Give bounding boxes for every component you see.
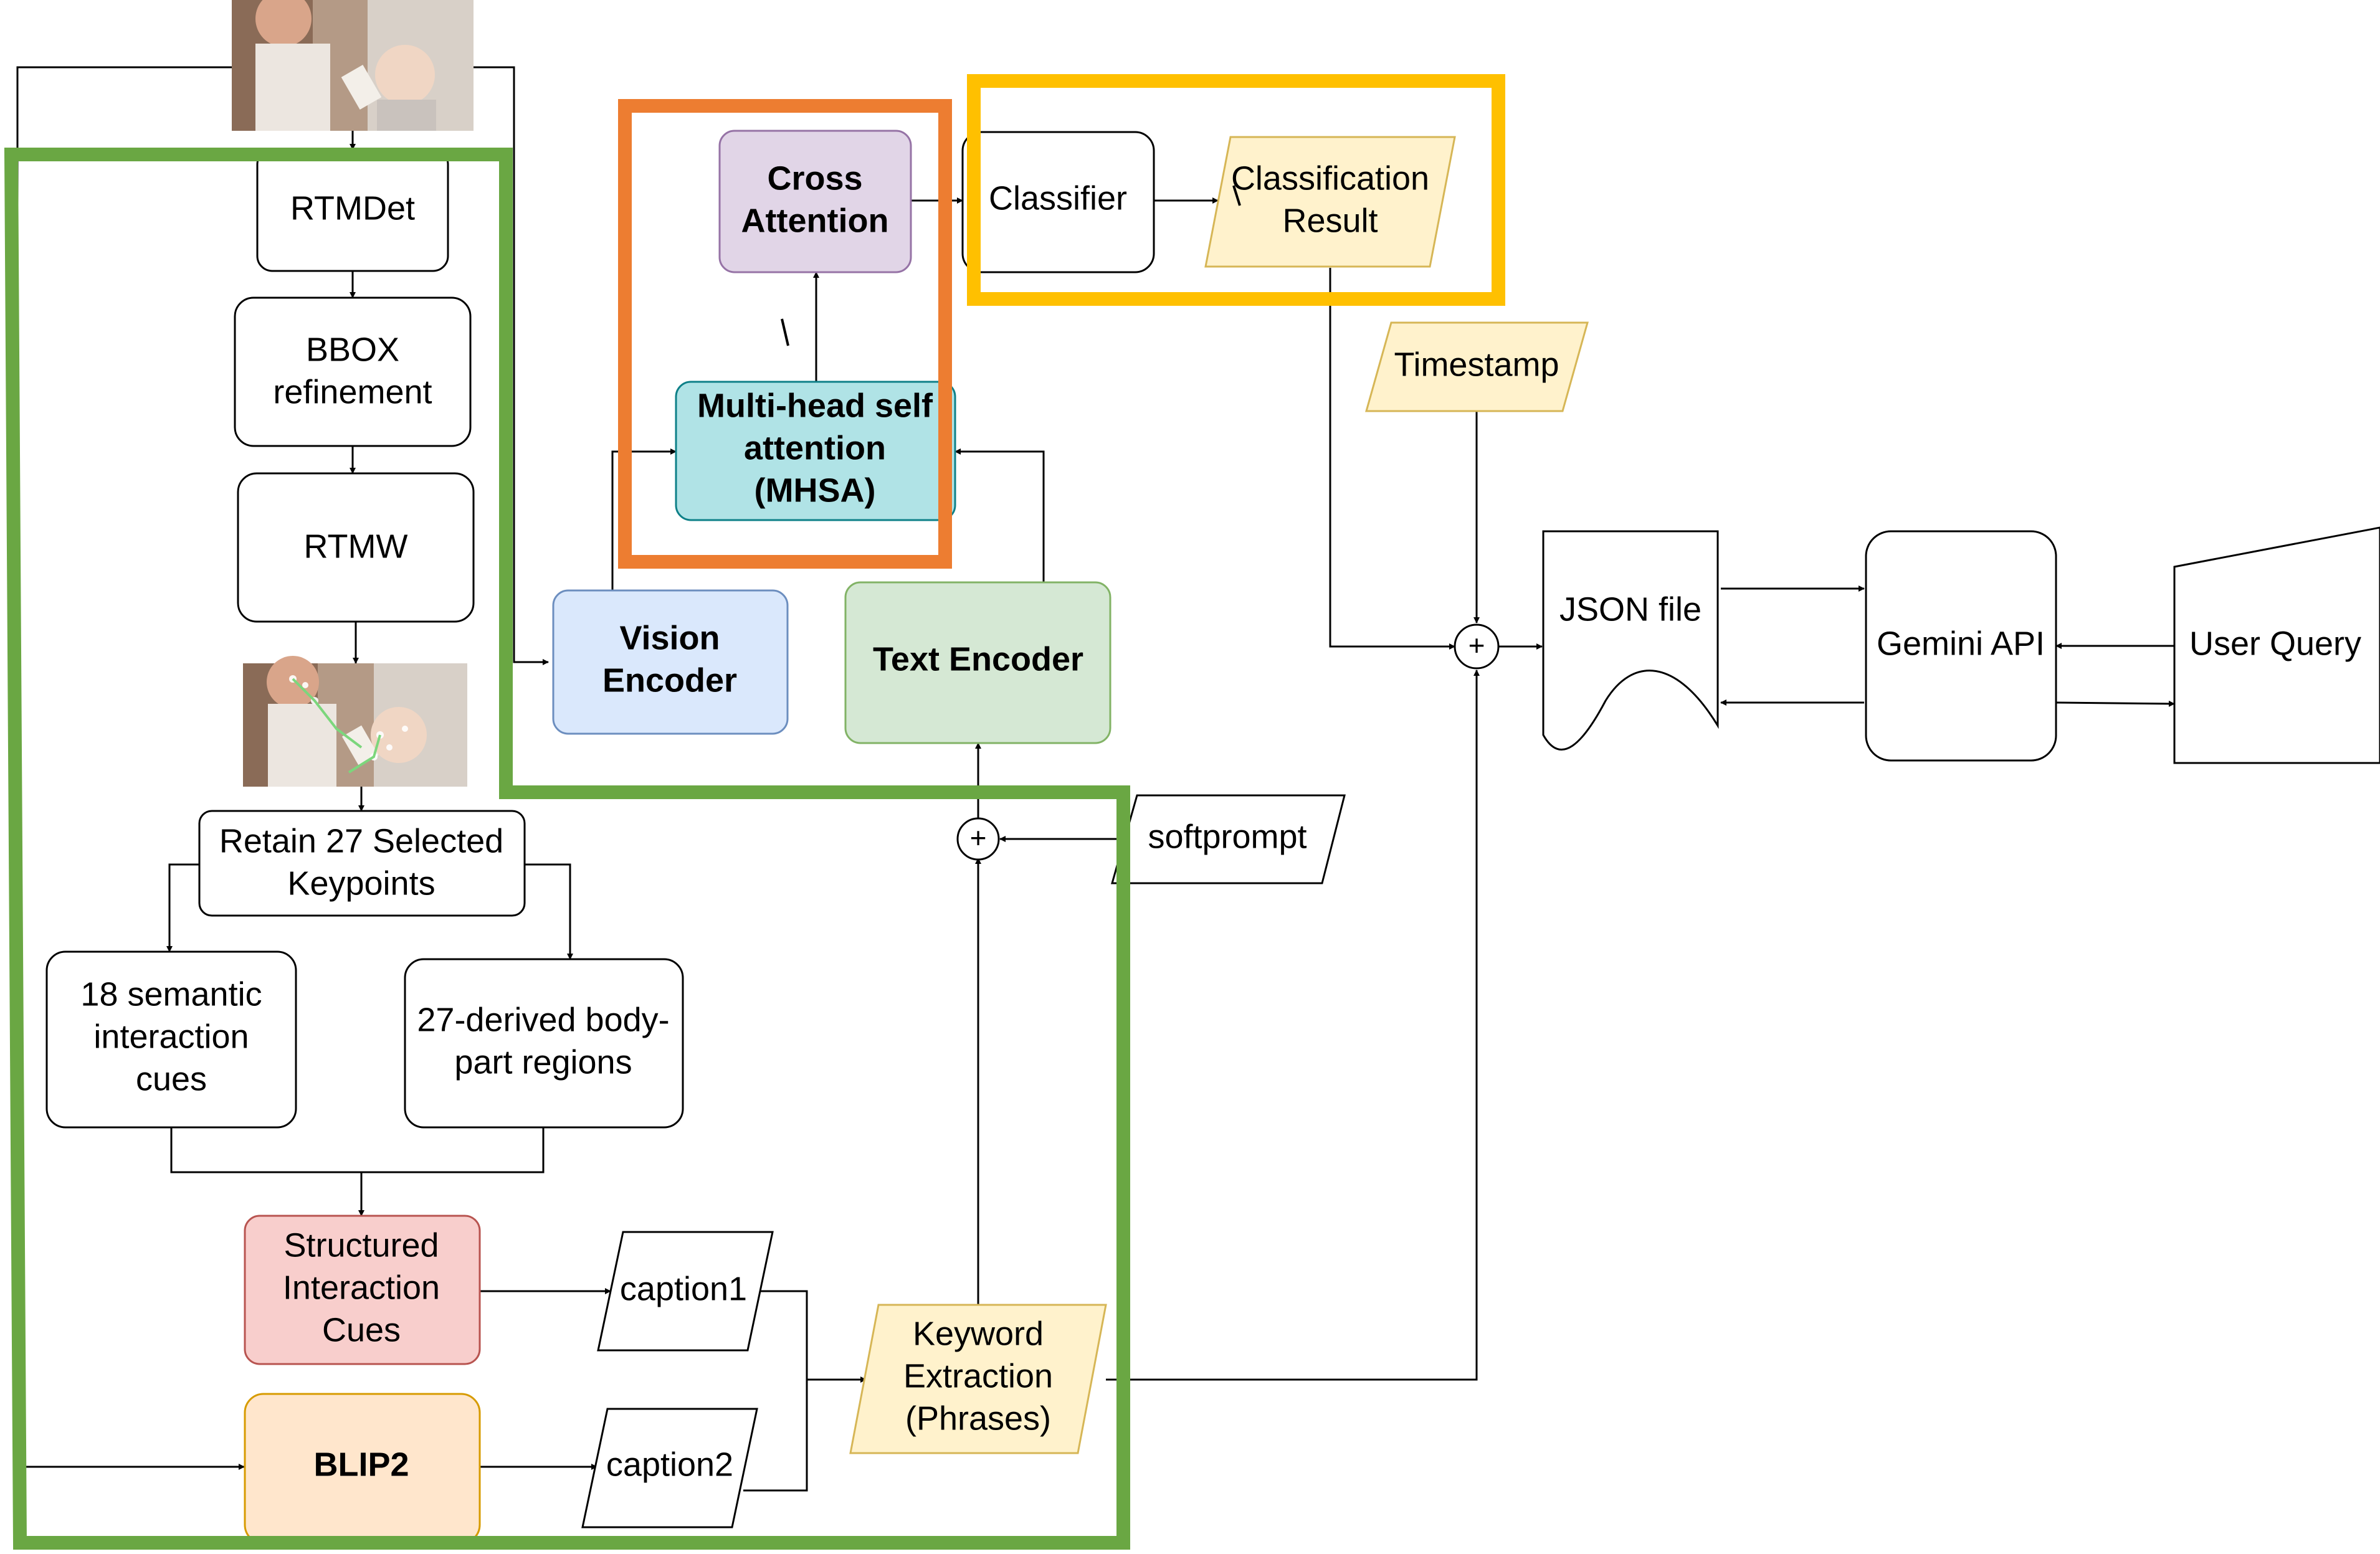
node-json-file: JSON file [1542,530,1719,751]
edge-photo-left-loop [16,66,232,1467]
node-timestamp: Timestamp [1365,321,1589,412]
edge-textencoder-mhsa [954,448,1045,582]
structured-cues-line2: Interaction [283,1269,440,1306]
node-vision-encoder: Vision Encoder [552,589,789,735]
node-blip2: BLIP2 [244,1393,481,1545]
green-frame [4,148,1130,1550]
yellow-frame [967,74,1505,306]
edge-retain-semantic [166,863,199,952]
semantic-cues-line3: cues [136,1060,207,1097]
orange-frame [618,99,952,569]
node-body-part-regions: 27-derived body- part regions [404,958,684,1129]
edge-gemini-userquery [2055,700,2175,707]
bbox-refinement-label-line2: refinement [273,373,432,410]
edge-caption1-keyword [757,1290,808,1380]
body-part-regions-line2: part regions [454,1043,632,1081]
edge-cues-merge [170,1127,545,1173]
blip2-label: BLIP2 [313,1446,409,1483]
node-semantic-cues: 18 semantic interaction cues [45,950,297,1129]
node-rtmw: RTMW [237,472,475,623]
classifier-label: Classifier [989,179,1127,217]
node-retain-keypoints: Retain 27 Selected Keypoints [198,810,526,917]
edge-caption2-keyword [743,1376,867,1492]
timestamp-label: Timestamp [1394,346,1559,383]
highlight-frames [4,74,1505,1550]
mhsa-line2: attention [744,429,886,467]
node-keyword-extraction: Keyword Extraction (Phrases) [849,1304,1107,1454]
node-structured-cues: Structured Interaction Cues [244,1215,481,1365]
semantic-cues-line1: 18 semantic [80,975,262,1013]
node-mhsa: Multi-head self attention (MHSA) [675,381,956,521]
caption2-label: caption2 [606,1446,733,1483]
node-bbox-refinement: BBOX refinement [234,296,472,447]
sum-node-final: + [1454,623,1500,670]
structured-cues-line3: Cues [322,1311,401,1348]
bbox-refinement-label-line1: BBOX [306,331,399,368]
semantic-cues-line2: interaction [93,1018,249,1055]
edges [16,66,2175,1492]
classification-result-line1: Classification [1231,159,1429,197]
keyword-extraction-line1: Keyword [913,1315,1044,1352]
retain-keypoints-line2: Keypoints [287,865,435,902]
sum-symbol-final: + [1468,629,1485,661]
json-file-label: JSON file [1559,590,1702,628]
node-classifier: Classifier [961,131,1155,273]
classification-result-line2: Result [1282,202,1378,239]
softprompt-label: softprompt [1148,818,1307,855]
node-cross-attention: Cross Attention [718,130,912,273]
sum-node-softprompt: + [956,817,1000,861]
vision-encoder-line2: Encoder [602,661,737,699]
edge-photo-right-loop [474,66,549,665]
node-classification-result: Classification Result [1204,136,1456,268]
node-softprompt: softprompt [1111,794,1346,884]
edge-vision-mhsa [611,448,677,590]
edge-retain-bodypart [525,863,573,960]
node-text-encoder: Text Encoder [844,581,1111,744]
user-query-label: User Query [2189,625,2361,662]
rtmw-label: RTMW [304,528,408,565]
vision-encoder-line1: Vision [619,619,720,656]
rtmdet-label: RTMDet [290,189,415,227]
cross-attention-line1: Cross [767,159,862,197]
structured-cues-line1: Structured [283,1226,439,1264]
keypoint-photo [243,656,467,787]
keyword-extraction-line2: Extraction [903,1357,1053,1395]
stray-backslash-mark [781,318,789,346]
node-rtmdet: RTMDet [256,148,449,272]
mhsa-line1: Multi-head self [697,387,933,424]
node-user-query: User Query [2173,526,2380,764]
body-part-regions-line1: 27-derived body- [417,1001,669,1038]
node-gemini-api: Gemini API [1865,530,2057,762]
input-photo [232,0,474,131]
node-caption1: caption1 [597,1231,774,1352]
cross-attention-line2: Attention [741,202,889,239]
gemini-api-label: Gemini API [1877,625,2045,662]
retain-keypoints-line1: Retain 27 Selected [219,822,503,860]
edge-keyword-sum-final [1106,670,1480,1381]
sum-symbol-softprompt: + [970,822,987,854]
mhsa-line3: (MHSA) [754,471,876,509]
caption1-label: caption1 [620,1270,747,1307]
keyword-extraction-line3: (Phrases) [905,1400,1051,1437]
node-caption2: caption2 [581,1408,758,1528]
edge-result-sum [1329,268,1455,650]
text-encoder-label: Text Encoder [873,640,1083,678]
stray-mark-result [1232,185,1241,206]
